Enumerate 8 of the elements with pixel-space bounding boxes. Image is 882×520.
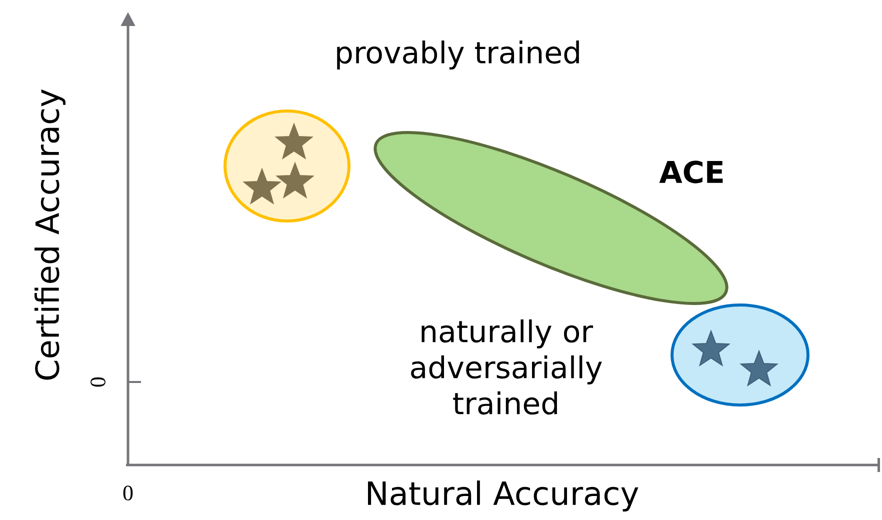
axis-title: Natural Accuracy: [368, 480, 638, 512]
method-label: ACE: [659, 160, 723, 184]
cluster-ellipse: [670, 304, 810, 406]
annotation-text: naturally or adversarially trained: [411, 319, 602, 415]
axis-title: Certified Accuracy: [34, 89, 66, 380]
tick-label: 0: [123, 486, 133, 500]
tick-label: 0: [90, 377, 106, 387]
annotation-text: provably trained: [337, 40, 579, 70]
